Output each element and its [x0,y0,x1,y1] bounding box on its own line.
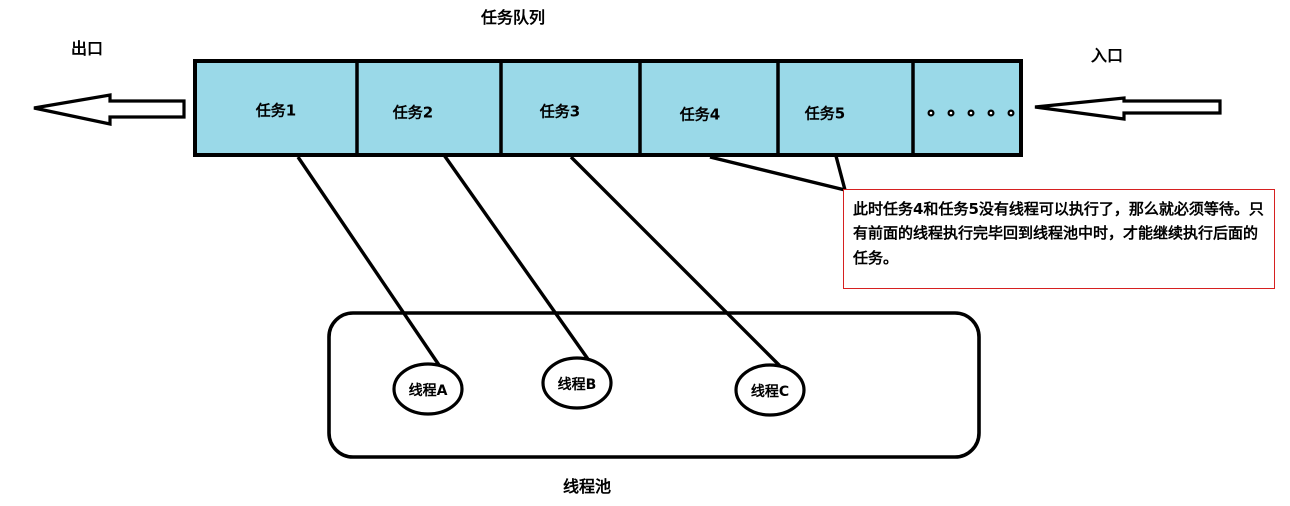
connector-task3-threadC [569,155,784,370]
thread-label-a: 线程A [408,383,448,399]
annotation-note-text: 此时任务4和任务5没有线程可以执行了，那么就必须等待。只有前面的线程执行完毕回到… [853,200,1264,267]
queue-cell-label-5: 任务5 [804,104,846,123]
queue-cell-label-2: 任务2 [392,103,434,122]
queue-cell-label-1: 任务1 [255,101,297,120]
callout-line-from-task5 [834,155,847,191]
entry-label: 入口 [1091,46,1124,65]
thread-ellipse-a [392,362,464,416]
connector-task2-threadB [442,154,592,363]
thread-label-c: 线程C [750,384,790,400]
thread-pool-title: 线程池 [563,477,612,496]
entry-arrow-icon [1034,96,1222,121]
thread-ellipse-c [734,363,806,417]
callout-line-from-task4 [709,155,846,192]
connector-task1-threadA [296,156,443,369]
queue-ellipsis-dots [927,109,1015,117]
thread-label-b: 线程B [557,377,597,393]
thread-ellipse-b [541,356,613,410]
page-title: 任务队列 [481,8,546,27]
exit-label: 出口 [71,39,104,58]
queue-cell-label-4: 任务4 [679,105,721,124]
task-queue-box [193,59,1023,157]
queue-cell-label-3: 任务3 [539,102,581,121]
annotation-note-box: 此时任务4和任务5没有线程可以执行了，那么就必须等待。只有前面的线程执行完毕回到… [843,189,1275,289]
thread-pool-box [327,311,981,459]
exit-arrow-icon [33,93,186,126]
